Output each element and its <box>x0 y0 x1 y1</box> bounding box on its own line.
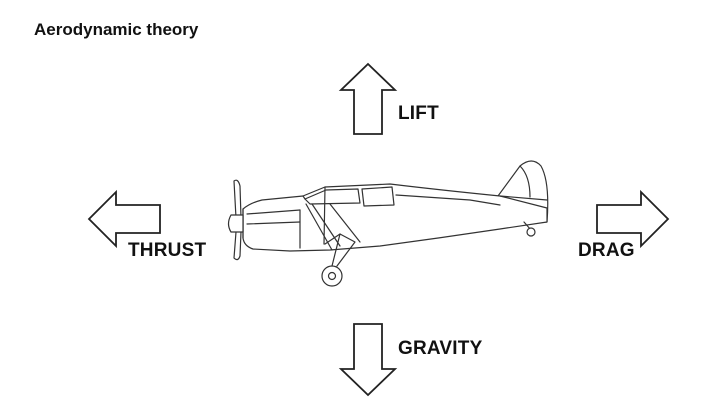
drag-label: DRAG <box>578 240 635 261</box>
lift-arrow <box>338 62 398 135</box>
landing-gear <box>324 233 356 267</box>
airplane-drawing <box>227 160 549 287</box>
tail-wheel <box>526 227 536 237</box>
gravity-label: GRAVITY <box>398 338 483 359</box>
lift-label: LIFT <box>398 103 439 124</box>
drag-arrow <box>596 189 670 249</box>
thrust-arrow <box>87 189 161 249</box>
gravity-arrow <box>338 323 398 397</box>
cabin-window <box>304 188 361 205</box>
diagram-title: Aerodynamic theory <box>34 20 199 39</box>
thrust-label: THRUST <box>128 240 207 261</box>
